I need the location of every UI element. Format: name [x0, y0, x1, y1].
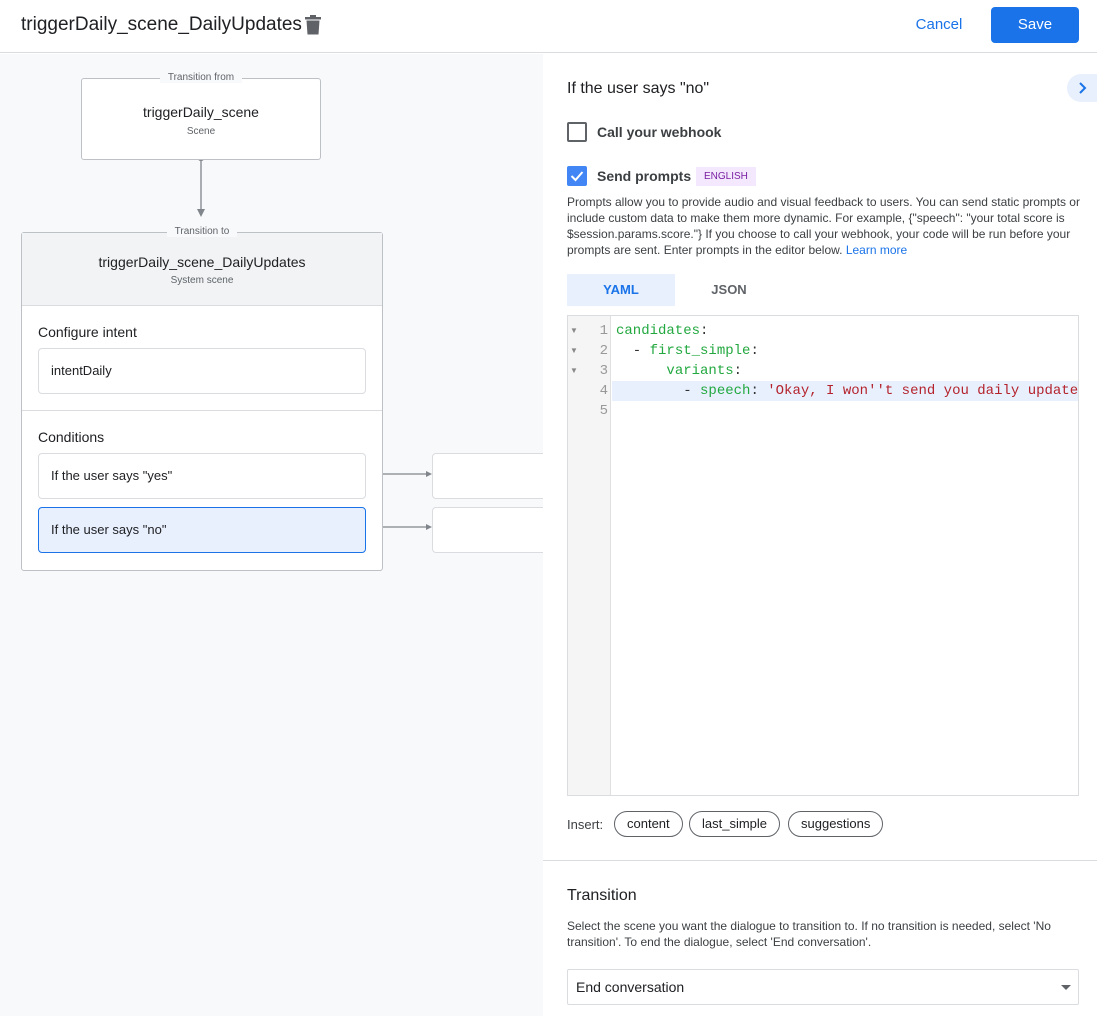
- line-gutter: [568, 316, 611, 795]
- prompts-description: Prompts allow you to provide audio and v…: [567, 194, 1081, 258]
- target-node-yes[interactable]: [432, 453, 543, 499]
- language-badge: ENGLISH: [696, 167, 756, 186]
- target-node-no[interactable]: [432, 507, 543, 553]
- send-prompts-label: Send prompts: [597, 168, 692, 184]
- line-number: 1: [599, 323, 608, 339]
- transition-description: Select the scene you want the dialogue t…: [567, 919, 1051, 949]
- condition-yes[interactable]: If the user says "yes": [38, 453, 366, 499]
- insert-content-chip[interactable]: content: [614, 811, 683, 837]
- line-number: 5: [599, 403, 608, 419]
- insert-suggestions-chip[interactable]: suggestions: [788, 811, 884, 837]
- fold-arrow-icon[interactable]: ▼: [570, 326, 578, 335]
- from-scene-name: triggerDaily_scene: [143, 104, 259, 120]
- check-icon: [570, 171, 584, 182]
- fold-arrow-icon[interactable]: ▼: [570, 366, 578, 375]
- save-button[interactable]: Save: [991, 7, 1079, 43]
- transition-select-value: End conversation: [576, 979, 685, 995]
- code-editor[interactable]: 1 ▼ candidates: 2 ▼ - first_simple: 3 ▼ vari…: [567, 315, 1079, 796]
- prompts-description-text: Prompts allow you to provide audio and v…: [567, 195, 1080, 257]
- code-key: speech: [700, 383, 751, 399]
- chevron-right-icon: [1079, 82, 1087, 94]
- insert-label: Insert:: [567, 817, 604, 832]
- conditions-heading: Conditions: [38, 429, 105, 445]
- tab-yaml[interactable]: YAML: [567, 274, 675, 306]
- code-line: candidates:: [616, 323, 717, 339]
- code-value: 'Okay, I won''t send you daily updates.': [767, 383, 1078, 399]
- code-key: first_simple: [649, 343, 751, 359]
- condition-no[interactable]: If the user says "no": [38, 507, 366, 553]
- transition-from-node[interactable]: Transition from triggerDaily_scene Scene: [81, 72, 321, 160]
- code-key: variants: [666, 363, 734, 379]
- transition-heading: Transition: [567, 887, 637, 904]
- code-key: candidates: [616, 323, 701, 339]
- tab-json[interactable]: JSON: [711, 282, 747, 297]
- code-line: - first_simple:: [616, 343, 768, 359]
- page-title: triggerDaily_scene_DailyUpdates: [21, 14, 302, 35]
- webhook-checkbox[interactable]: [567, 122, 587, 142]
- transition-to-node: Transition to triggerDaily_scene_DailyUp…: [21, 226, 383, 571]
- trash-icon[interactable]: [305, 15, 321, 35]
- cancel-button[interactable]: Cancel: [915, 16, 963, 33]
- code-line: - speech: 'Okay, I won''t send you daily…: [612, 381, 1078, 401]
- transition-to-legend: Transition to: [166, 226, 238, 237]
- intent-item[interactable]: intentDaily: [38, 348, 366, 394]
- insert-last-simple-chip[interactable]: last_simple: [689, 811, 781, 837]
- line-number: 3: [599, 363, 608, 379]
- learn-more-link[interactable]: Learn more: [845, 243, 908, 257]
- configure-intent-heading: Configure intent: [38, 324, 137, 340]
- code-indent: -: [616, 383, 701, 399]
- line-number: 2: [599, 343, 608, 359]
- code-line: variants:: [612, 361, 1078, 381]
- scene-canvas: Transition from triggerDaily_scene Scene…: [0, 54, 543, 1016]
- transition-from-legend: Transition from: [159, 72, 243, 83]
- code-indent: [616, 363, 666, 379]
- from-scene-type: Scene: [186, 126, 216, 137]
- panel-title: If the user says "no": [567, 80, 710, 97]
- dropdown-arrow-icon: [1061, 985, 1071, 990]
- to-scene-name: triggerDaily_scene_DailyUpdates: [98, 254, 306, 270]
- transition-select[interactable]: End conversation: [567, 969, 1079, 1005]
- code-line: [612, 401, 1078, 421]
- code-indent: -: [616, 343, 650, 359]
- condition-panel: If the user says "no" Call your webhook …: [543, 54, 1097, 1016]
- header: triggerDaily_scene_DailyUpdates Cancel S…: [0, 0, 1097, 53]
- line-number: 4: [599, 383, 608, 399]
- webhook-label: Call your webhook: [597, 124, 722, 140]
- to-scene-type: System scene: [170, 275, 234, 286]
- send-prompts-checkbox[interactable]: [567, 166, 587, 186]
- fold-arrow-icon[interactable]: ▼: [570, 346, 578, 355]
- collapse-panel-button[interactable]: [1067, 74, 1097, 102]
